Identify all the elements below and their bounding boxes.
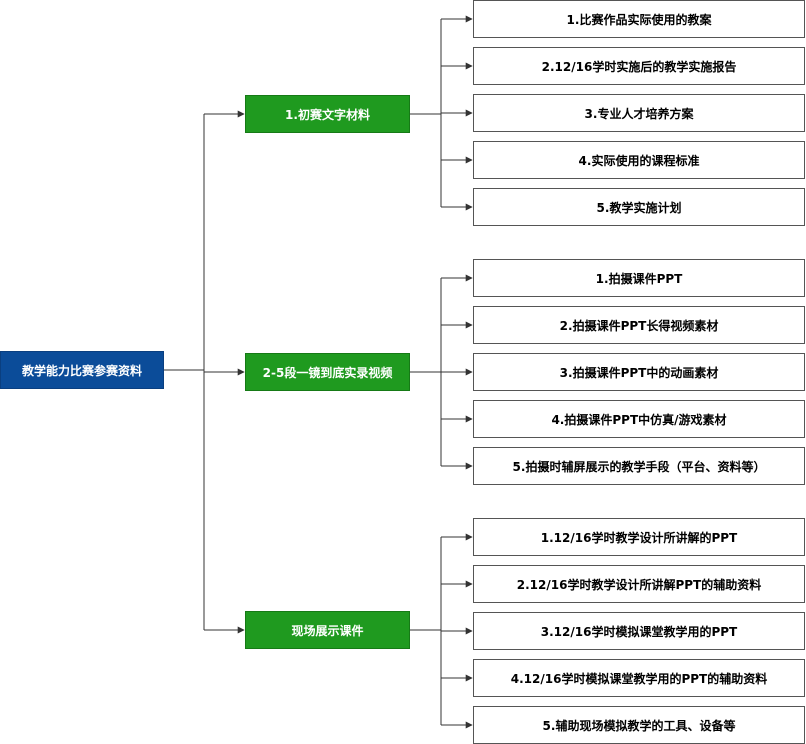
leaf-label: 3.12/16学时模拟课堂教学用的PPT [540,624,738,639]
leaf-label: 3.专业人才培养方案 [584,106,694,121]
leaf-node[interactable]: 2.12/16学时教学设计所讲解PPT的辅助资料 [473,565,805,603]
leaf-node[interactable]: 2.12/16学时实施后的教学实施报告 [473,47,805,85]
leaf-node[interactable]: 5.拍摄时辅屏展示的教学手段（平台、资料等） [473,447,805,485]
connector-group [164,15,473,729]
leaf-label: 1.拍摄课件PPT [595,271,683,286]
leaf-node[interactable]: 1.12/16学时教学设计所讲解的PPT [473,518,805,556]
leaf-node[interactable]: 3.12/16学时模拟课堂教学用的PPT [473,612,805,650]
leaf-label: 1.比赛作品实际使用的教案 [566,12,712,27]
leaf-label: 3.拍摄课件PPT中的动画素材 [559,365,719,380]
leaf-label: 2.拍摄课件PPT长得视频素材 [559,318,719,333]
leaf-label: 4.12/16学时模拟课堂教学用的PPT的辅助资料 [510,671,768,686]
leaf-node[interactable]: 1.比赛作品实际使用的教案 [473,0,805,38]
branch-node[interactable]: 2-5段一镜到底实录视频 [245,353,410,391]
branch-label: 2-5段一镜到底实录视频 [262,365,393,380]
leaf-node[interactable]: 3.拍摄课件PPT中的动画素材 [473,353,805,391]
leaf-node[interactable]: 2.拍摄课件PPT长得视频素材 [473,306,805,344]
branch-node[interactable]: 1.初赛文字材料 [245,95,410,133]
branch-label: 1.初赛文字材料 [285,107,370,122]
leaf-label: 1.12/16学时教学设计所讲解的PPT [540,530,738,545]
leaf-label: 5.辅助现场模拟教学的工具、设备等 [542,718,736,733]
leaf-node[interactable]: 3.专业人才培养方案 [473,94,805,132]
leaf-label: 5.拍摄时辅屏展示的教学手段（平台、资料等） [512,459,766,474]
leaf-label: 4.拍摄课件PPT中仿真/游戏素材 [551,412,727,427]
branch-label: 现场展示课件 [291,623,364,638]
leaf-node[interactable]: 5.辅助现场模拟教学的工具、设备等 [473,706,805,744]
leaf-label: 2.12/16学时教学设计所讲解PPT的辅助资料 [516,577,762,592]
leaf-label: 5.教学实施计划 [596,200,682,215]
leaf-label: 2.12/16学时实施后的教学实施报告 [541,59,737,74]
leaf-node[interactable]: 4.拍摄课件PPT中仿真/游戏素材 [473,400,805,438]
leaf-node[interactable]: 4.12/16学时模拟课堂教学用的PPT的辅助资料 [473,659,805,697]
leaf-label: 4.实际使用的课程标准 [578,153,700,168]
leaf-node[interactable]: 1.拍摄课件PPT [473,259,805,297]
leaf-node[interactable]: 5.教学实施计划 [473,188,805,226]
leaf-node[interactable]: 4.实际使用的课程标准 [473,141,805,179]
root-label: 教学能力比赛参赛资料 [21,363,142,378]
branch-node[interactable]: 现场展示课件 [245,611,410,649]
root-node[interactable]: 教学能力比赛参赛资料 [0,351,164,389]
